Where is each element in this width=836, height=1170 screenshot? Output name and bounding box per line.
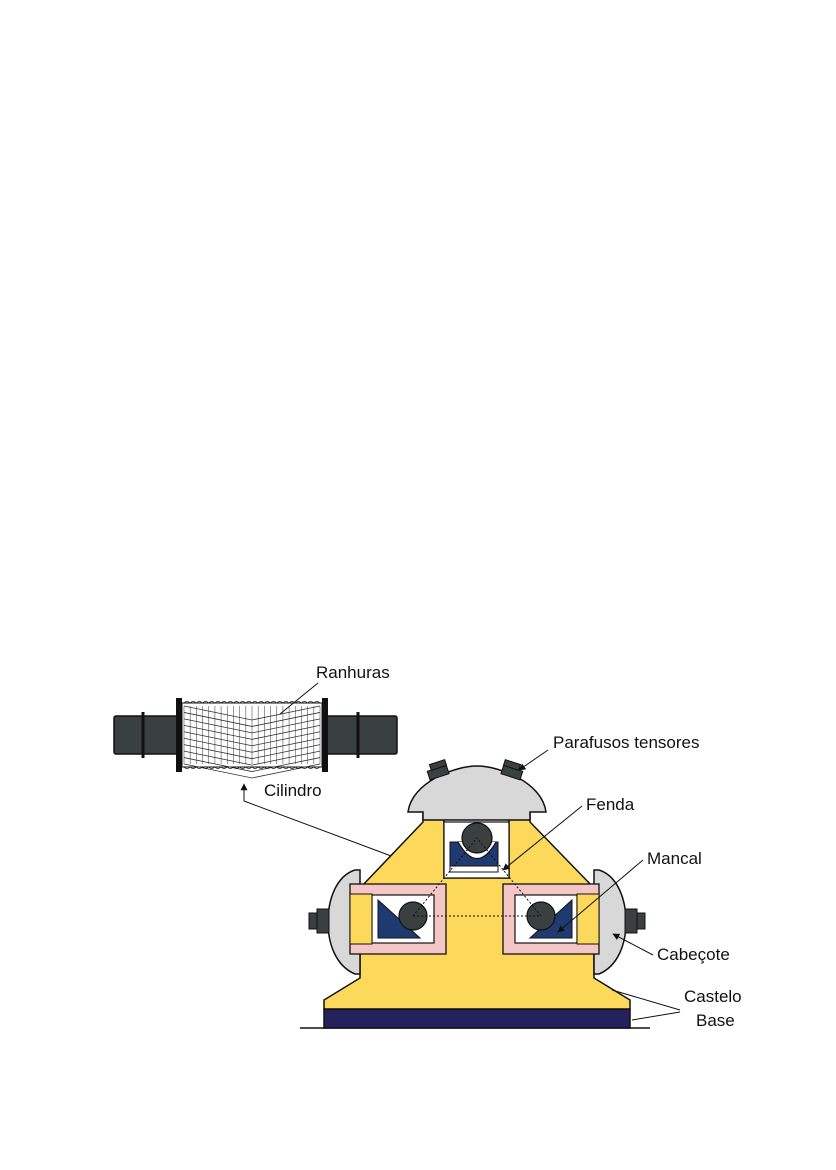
groove-bump (214, 766, 222, 769)
groove-bump (226, 766, 234, 769)
groove-bump (245, 701, 253, 704)
groove-bump (313, 701, 321, 704)
groove-bump (264, 701, 271, 704)
groove-bump (257, 766, 265, 769)
cylinder-right-flange (322, 698, 328, 772)
base (323, 1008, 631, 1029)
groove-chevron (183, 750, 321, 766)
groove-bump (251, 766, 259, 769)
label-parafusos-group: Parafusos tensores (518, 733, 699, 771)
label-parafusos: Parafusos tensores (553, 733, 699, 752)
groove-bump (239, 701, 246, 704)
grooved-cylinder (113, 698, 398, 779)
cylinder-left-flange (176, 698, 182, 772)
cylinder-left-shaft (113, 715, 181, 755)
groove-bump (245, 766, 253, 769)
groove-bump (202, 701, 209, 704)
label-fenda-group: Fenda (502, 795, 635, 871)
label-fenda: Fenda (586, 795, 635, 814)
groove-chevron (183, 705, 321, 721)
bolt-left (308, 908, 330, 934)
left-mancal (349, 883, 447, 955)
groove-bump (226, 701, 234, 704)
groove-chevron (183, 724, 321, 740)
bolt-right (624, 908, 646, 934)
groove-bump (294, 701, 302, 704)
groove-bump (220, 701, 228, 704)
label-cabecote: Cabeçote (657, 945, 730, 964)
label-ranhuras-group: Ranhuras (279, 663, 390, 715)
groove-bump (307, 766, 314, 769)
groove-bump (257, 701, 265, 704)
groove-bump (214, 701, 222, 704)
label-cabecote-group: Cabeçote (612, 933, 730, 964)
groove-bump (282, 766, 290, 769)
cylinder-groove-bumps (183, 701, 321, 769)
groove-bump (220, 766, 228, 769)
groove-chevron (183, 718, 321, 734)
groove-bump (202, 766, 209, 769)
groove-bump (270, 766, 277, 769)
groove-chevron (183, 737, 321, 753)
groove-bump (313, 766, 321, 769)
groove-bump (233, 701, 240, 704)
groove-bump (276, 701, 284, 704)
groove-bump (239, 766, 246, 769)
roll-center-lines (412, 837, 542, 917)
groove-bump (233, 766, 240, 769)
groove-bump (276, 766, 284, 769)
groove-chevron (183, 757, 321, 772)
cylinder-grooves (183, 705, 321, 779)
groove-bump (189, 766, 197, 769)
cylinder-right-shaft (324, 715, 398, 755)
right-mancal (502, 883, 600, 955)
label-castelo: Castelo (684, 987, 742, 1006)
groove-chevron (183, 731, 321, 747)
groove-bump (208, 701, 216, 704)
groove-bump (301, 766, 308, 769)
label-castelo-base-group: Castelo Base (611, 987, 742, 1030)
label-cilindro: Cilindro (264, 781, 322, 800)
groove-bump (196, 701, 203, 704)
groove-chevron (183, 744, 321, 760)
label-ranhuras: Ranhuras (316, 663, 390, 682)
groove-bump (288, 766, 296, 769)
groove-bump (189, 701, 197, 704)
groove-bump (282, 701, 290, 704)
top-cabecote (407, 765, 547, 821)
groove-chevron (183, 712, 321, 727)
groove-bump (251, 701, 259, 704)
label-mancal: Mancal (647, 849, 702, 868)
groove-bump (196, 766, 203, 769)
groove-bump (183, 766, 191, 769)
groove-bump (270, 701, 277, 704)
mill-stand (300, 759, 650, 1029)
label-mancal-group: Mancal (557, 849, 702, 933)
groove-bump (307, 701, 314, 704)
groove-bump (183, 701, 191, 704)
label-base: Base (696, 1011, 735, 1030)
groove-bump (294, 766, 302, 769)
groove-bump (208, 766, 216, 769)
bolt-top-left (426, 759, 450, 781)
groove-bump (264, 766, 271, 769)
groove-bump (301, 701, 308, 704)
